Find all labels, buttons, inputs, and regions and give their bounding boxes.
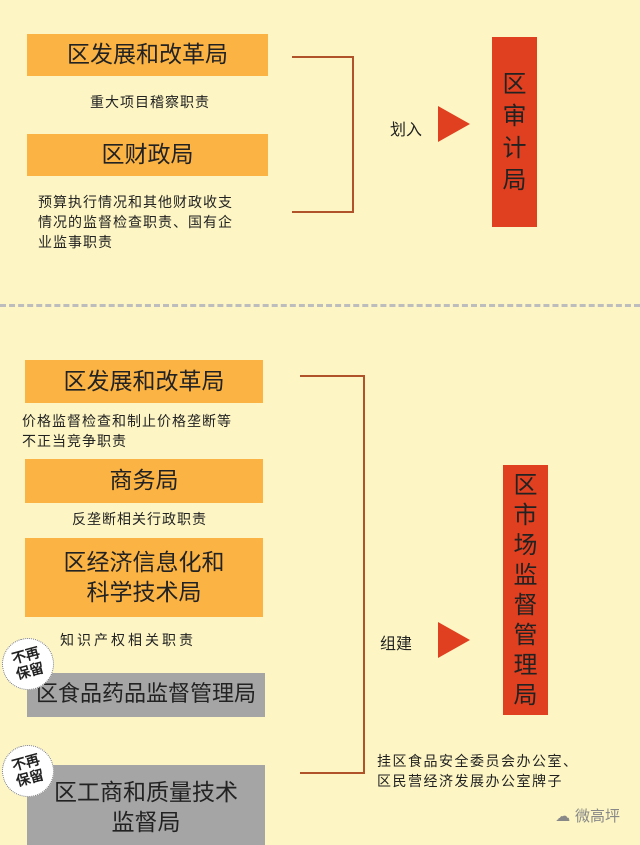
source-box-food-drug: 区食品药品监督管理局 <box>27 673 265 717</box>
action-label: 组建 <box>380 634 413 653</box>
bracket <box>300 375 365 774</box>
arrow-right-icon <box>438 106 470 142</box>
action-label: 划入 <box>390 120 423 139</box>
target-char: 区 <box>502 70 527 98</box>
target-char: 局 <box>502 166 527 194</box>
duty-note: 知识产权相关职责 <box>60 633 196 649</box>
duty-line: 预算执行情况和其他财政收支 <box>38 195 233 211</box>
target-char: 审 <box>502 102 527 130</box>
target-char: 督 <box>513 591 538 619</box>
target-char: 场 <box>513 531 538 559</box>
box-line: 科学技术局 <box>86 579 202 606</box>
duty-note: 重大项目稽察职责 <box>90 95 210 111</box>
target-char: 监 <box>513 561 538 589</box>
duty-note: 反垄断相关行政职责 <box>72 512 207 528</box>
duty-note: 价格监督检查和制止价格垄断等 不正当竞争职责 <box>22 412 232 452</box>
source-box-economy-tech: 区经济信息化和 科学技术局 <box>25 538 263 617</box>
target-char: 理 <box>513 651 538 679</box>
source-box-commerce: 商务局 <box>25 459 263 503</box>
source-box-development-reform: 区发展和改革局 <box>25 360 263 403</box>
target-char: 局 <box>513 681 538 709</box>
target-char: 区 <box>513 471 538 499</box>
target-box-market-supervision: 区 市 场 监 督 管 理 局 <box>503 465 548 715</box>
bracket <box>292 56 354 213</box>
box-line: 监督局 <box>111 809 181 836</box>
watermark: ☁ 微高坪 <box>555 805 620 826</box>
note-line: 挂区食品安全委员会办公室、 <box>377 754 579 770</box>
target-char: 市 <box>513 501 538 529</box>
target-char: 计 <box>502 134 527 162</box>
source-box-development-reform: 区发展和改革局 <box>27 34 268 76</box>
duty-line: 情况的监督检查职责、国有企 <box>38 215 233 231</box>
divider <box>0 304 640 307</box>
target-box-audit: 区 审 计 局 <box>492 37 537 227</box>
watermark-text: 微高坪 <box>574 807 620 825</box>
arrow-right-icon <box>438 622 470 658</box>
source-box-finance: 区财政局 <box>27 134 268 176</box>
note-line: 区民营经济发展办公室牌子 <box>377 774 563 790</box>
wechat-icon: ☁ <box>555 807 575 825</box>
box-line: 区工商和质量技术 <box>54 779 238 806</box>
target-note: 挂区食品安全委员会办公室、 区民营经济发展办公室牌子 <box>377 752 579 792</box>
source-box-industry-quality: 区工商和质量技术 监督局 <box>27 765 265 845</box>
target-char: 管 <box>513 621 538 649</box>
duty-note: 预算执行情况和其他财政收支 情况的监督检查职责、国有企 业监事职责 <box>38 193 233 253</box>
duty-line: 业监事职责 <box>38 235 113 251</box>
duty-line: 价格监督检查和制止价格垄断等 <box>22 414 232 430</box>
duty-line: 不正当竞争职责 <box>22 434 127 450</box>
box-line: 区经济信息化和 <box>63 549 225 576</box>
